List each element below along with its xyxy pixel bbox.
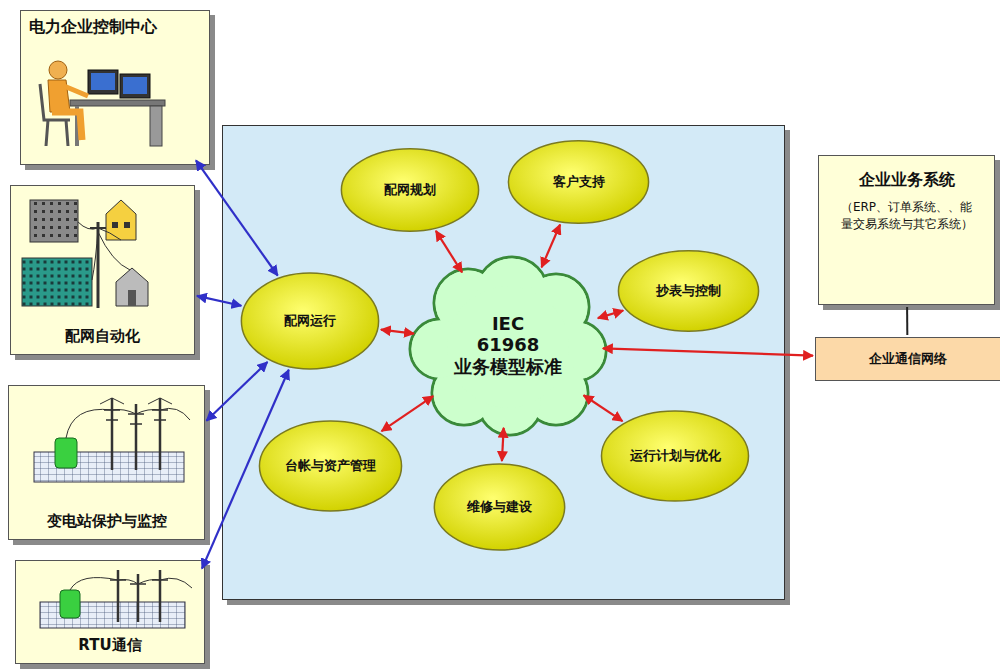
node-label: 企业通信网络 xyxy=(869,350,947,368)
substation-illustration xyxy=(34,398,190,482)
node-label: RTU通信 xyxy=(78,636,141,655)
node-body: （ERP、订单系统、、能量交易系统与其它系统） xyxy=(837,199,977,234)
node-label: IEC 61968 业务模型标准 xyxy=(452,313,564,378)
function-ellipse: 维修与建设 xyxy=(433,463,566,551)
standard-cloud: IEC 61968 业务模型标准 xyxy=(408,255,608,435)
function-ellipse: 运行计划与优化 xyxy=(600,410,750,502)
node-label: 企业业务系统 xyxy=(859,170,955,191)
connector-arrow xyxy=(598,311,623,319)
network-box: 企业通信网络 xyxy=(815,337,1000,381)
function-ellipse: 抄表与控制 xyxy=(617,250,760,332)
node-label: 配网规划 xyxy=(384,181,436,199)
connector-arrow xyxy=(382,396,434,431)
business-box: 企业业务系统 （ERP、订单系统、、能量交易系统与其它系统） xyxy=(818,155,995,305)
connector-arrow xyxy=(906,307,908,335)
connector-arrow xyxy=(206,362,267,421)
connector-arrow xyxy=(202,370,289,569)
connector-arrow xyxy=(603,348,813,355)
connector-arrow xyxy=(542,225,561,268)
function-ellipse: 客户支持 xyxy=(507,140,650,224)
buildings-illustration xyxy=(22,200,148,308)
node-label: 配网自动化 xyxy=(65,327,140,346)
node-label: 维修与建设 xyxy=(467,498,532,516)
operator-illustration xyxy=(40,61,165,146)
function-ellipse: 配网运行 xyxy=(240,272,380,370)
rtu-illustration xyxy=(40,570,192,628)
function-ellipse: 配网规划 xyxy=(340,148,480,232)
connector-arrow xyxy=(584,395,623,421)
connector-arrow xyxy=(381,330,414,334)
connector-arrow xyxy=(196,160,278,275)
function-ellipse: 台帐与资产管理 xyxy=(258,420,403,512)
connector-arrow xyxy=(197,296,241,306)
node-label: 客户支持 xyxy=(553,173,605,191)
node-label: 抄表与控制 xyxy=(656,282,721,300)
node-label: 电力企业控制中心 xyxy=(29,17,157,38)
node-label: 运行计划与优化 xyxy=(630,447,721,465)
connector-arrow xyxy=(502,428,504,461)
node-label: 配网运行 xyxy=(284,312,336,330)
node-label: 台帐与资产管理 xyxy=(285,457,376,475)
connector-arrow xyxy=(436,231,462,272)
node-label: 变电站保护与监控 xyxy=(47,512,167,531)
